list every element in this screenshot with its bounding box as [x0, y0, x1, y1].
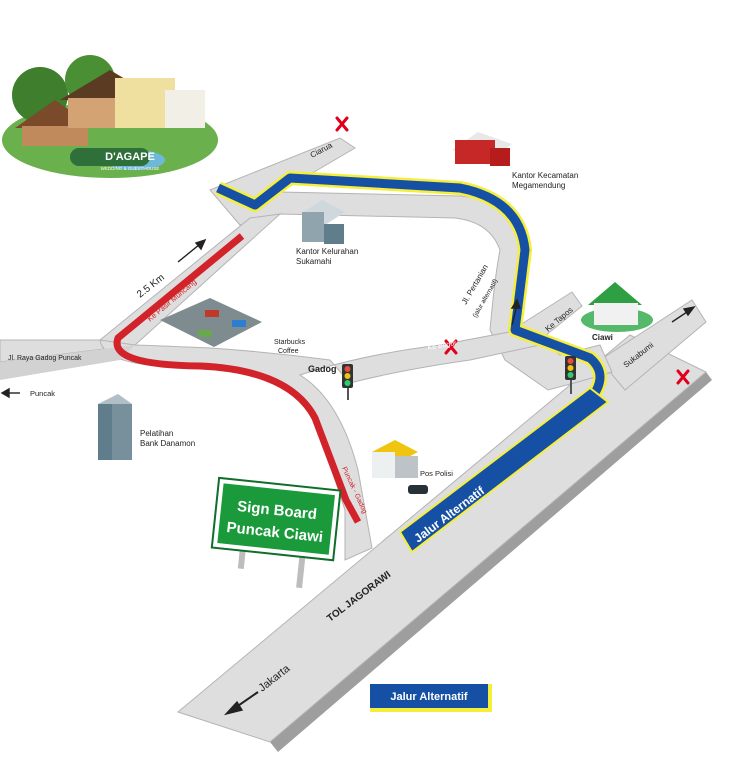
legend-label: Jalur Alternatif [390, 691, 468, 703]
red-route-line [113, 233, 362, 524]
starbucks-parking [160, 298, 262, 347]
logo-graphic [2, 55, 218, 178]
toll-road [176, 334, 707, 743]
pos-polisi-building [372, 440, 428, 494]
label-puncak: Puncak [30, 389, 55, 398]
label-pelatihan-2: Bank Danamon [140, 439, 195, 448]
x-marker-ciarua [335, 116, 349, 132]
label-starbucks-2: Coffee [278, 348, 299, 355]
label-jl-raya-gadog: Jl. Raya Gadog Puncak [8, 355, 82, 362]
kantor-kecamatan-building [452, 132, 512, 166]
label-gadog: Gadog [308, 364, 337, 374]
pelatihan-tower [98, 394, 132, 460]
label-kantor-kelurahan-2: Sukamahi [296, 257, 332, 266]
direction-arrows [0, 238, 696, 716]
label-pelatihan-1: Pelatihan [140, 429, 173, 438]
x-marker-sukabumi [676, 369, 690, 385]
x-marker-ke-bogor [444, 339, 458, 355]
label-pos-polisi: Pos Polisi [420, 469, 453, 478]
traffic-light-gadog [342, 364, 353, 400]
kantor-kelurahan-building [302, 200, 345, 244]
puncak-road [0, 345, 135, 380]
logo-text: D'AGAPE [105, 151, 155, 163]
label-kantor-kelurahan-1: Kantor Kelurahan [296, 247, 358, 256]
label-kantor-kecamatan-1: Kantor Kecamatan [512, 171, 578, 180]
label-kantor-kecamatan-2: Megamendung [512, 181, 565, 190]
closed-markers [335, 116, 690, 385]
label-starbucks-1: Starbucks [274, 339, 306, 346]
toll-road-side [270, 372, 712, 752]
label-ciawi: Ciawi [592, 333, 613, 342]
legend: Jalur Alternatif [370, 684, 492, 712]
sign-board: Sign Board Puncak Ciawi [210, 476, 342, 589]
logo-tagline: WEDDING & GUESTHOUSE [101, 166, 160, 171]
alt-route-line [216, 173, 605, 544]
traffic-light-ciawi [565, 356, 576, 394]
sukabumi-road [599, 299, 707, 391]
ciawi-building [581, 282, 653, 332]
routes [113, 171, 610, 554]
jalur-alternatif-banner [398, 386, 610, 554]
